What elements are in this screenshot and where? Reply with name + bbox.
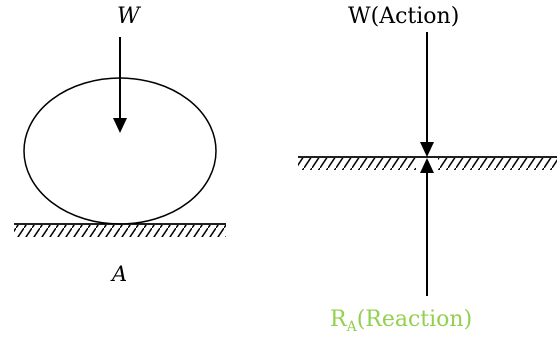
reaction-symbol: R xyxy=(330,307,347,332)
left-ground-hatching xyxy=(14,225,226,237)
action-label: W(Action) xyxy=(348,4,460,29)
right-ground-hatching-left xyxy=(298,158,416,170)
weight-arrowhead xyxy=(113,118,127,133)
left-figure xyxy=(14,37,226,237)
right-figure xyxy=(298,32,557,296)
reaction-text: (Reaction) xyxy=(356,307,473,332)
contact-point-label: A xyxy=(112,262,128,286)
right-ground-hatching-right xyxy=(438,158,557,170)
load-label: W xyxy=(117,4,140,29)
reaction-label: RA(Reaction) xyxy=(330,307,473,335)
reaction-arrowhead xyxy=(420,158,434,173)
reaction-subscript: A xyxy=(346,319,357,335)
action-arrowhead xyxy=(420,142,434,157)
